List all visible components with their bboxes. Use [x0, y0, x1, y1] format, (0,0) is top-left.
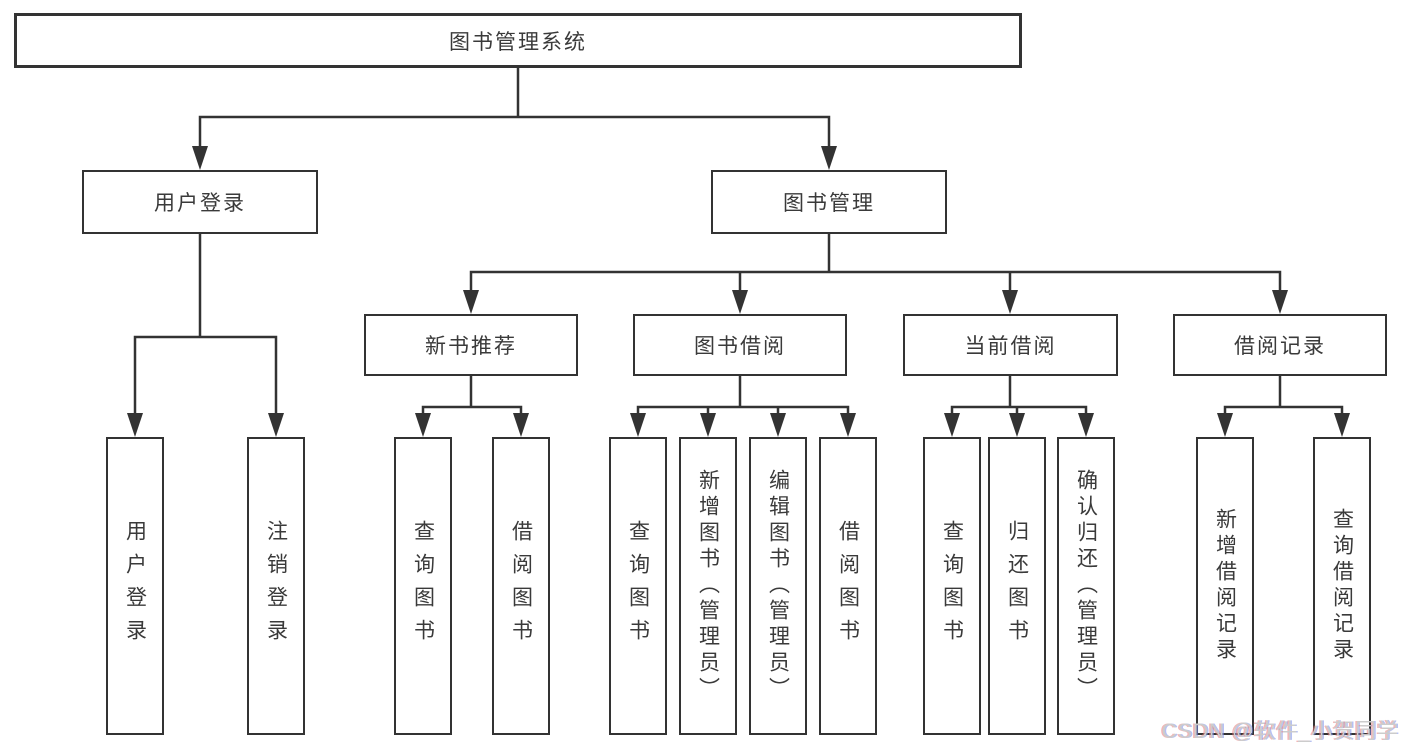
leaf-records-query-record: 查询借阅记录 [1313, 437, 1371, 735]
node-current-borrowing: 当前借阅 [903, 314, 1118, 376]
leaf-label: 新增借阅记录 [1213, 508, 1237, 664]
leaf-current-query-book: 查询图书 [923, 437, 981, 735]
leaf-label: 注销登录 [264, 520, 288, 652]
leaf-label: 确认归还（管理员） [1074, 469, 1098, 703]
node-user-login: 用户登录 [82, 170, 318, 234]
leaf-label: 用户登录 [123, 520, 147, 652]
leaf-label: 新增图书（管理员） [696, 469, 720, 703]
leaf-borrowing-query-book: 查询图书 [609, 437, 667, 735]
leaf-recommend-borrow-book: 借阅图书 [492, 437, 550, 735]
leaf-borrowing-add-book-admin: 新增图书（管理员） [679, 437, 737, 735]
leaf-logout: 注销登录 [247, 437, 305, 735]
node-system-root: 图书管理系统 [14, 13, 1022, 68]
node-label: 图书借阅 [694, 335, 786, 358]
leaf-label: 查询图书 [411, 520, 435, 652]
leaf-label: 借阅图书 [836, 520, 860, 652]
leaf-label: 编辑图书（管理员） [766, 469, 790, 703]
leaf-recommend-query-book: 查询图书 [394, 437, 452, 735]
leaf-label: 查询借阅记录 [1330, 508, 1354, 664]
connector-lines [133, 68, 1344, 416]
leaf-current-return-book: 归还图书 [988, 437, 1046, 735]
node-label: 当前借阅 [964, 335, 1057, 358]
leaf-label: 借阅图书 [509, 520, 533, 652]
arrowheads [127, 146, 1350, 437]
node-borrowing-records: 借阅记录 [1173, 314, 1387, 376]
node-label: 新书推荐 [425, 335, 517, 358]
leaf-current-confirm-return-admin: 确认归还（管理员） [1057, 437, 1115, 735]
leaf-records-add-record: 新增借阅记录 [1196, 437, 1254, 735]
node-label: 用户登录 [154, 192, 246, 215]
node-book-management: 图书管理 [711, 170, 947, 234]
leaf-borrowing-edit-book-admin: 编辑图书（管理员） [749, 437, 807, 735]
leaf-label: 归还图书 [1005, 520, 1029, 652]
node-label: 借阅记录 [1234, 335, 1326, 358]
leaf-user-login: 用户登录 [106, 437, 164, 735]
node-label: 图书管理系统 [449, 30, 587, 54]
node-new-book-recommend: 新书推荐 [364, 314, 578, 376]
node-label: 图书管理 [783, 192, 875, 215]
node-book-borrowing: 图书借阅 [633, 314, 847, 376]
leaf-label: 查询图书 [940, 520, 964, 652]
leaf-label: 查询图书 [626, 520, 650, 652]
leaf-borrowing-borrow-book: 借阅图书 [819, 437, 877, 735]
